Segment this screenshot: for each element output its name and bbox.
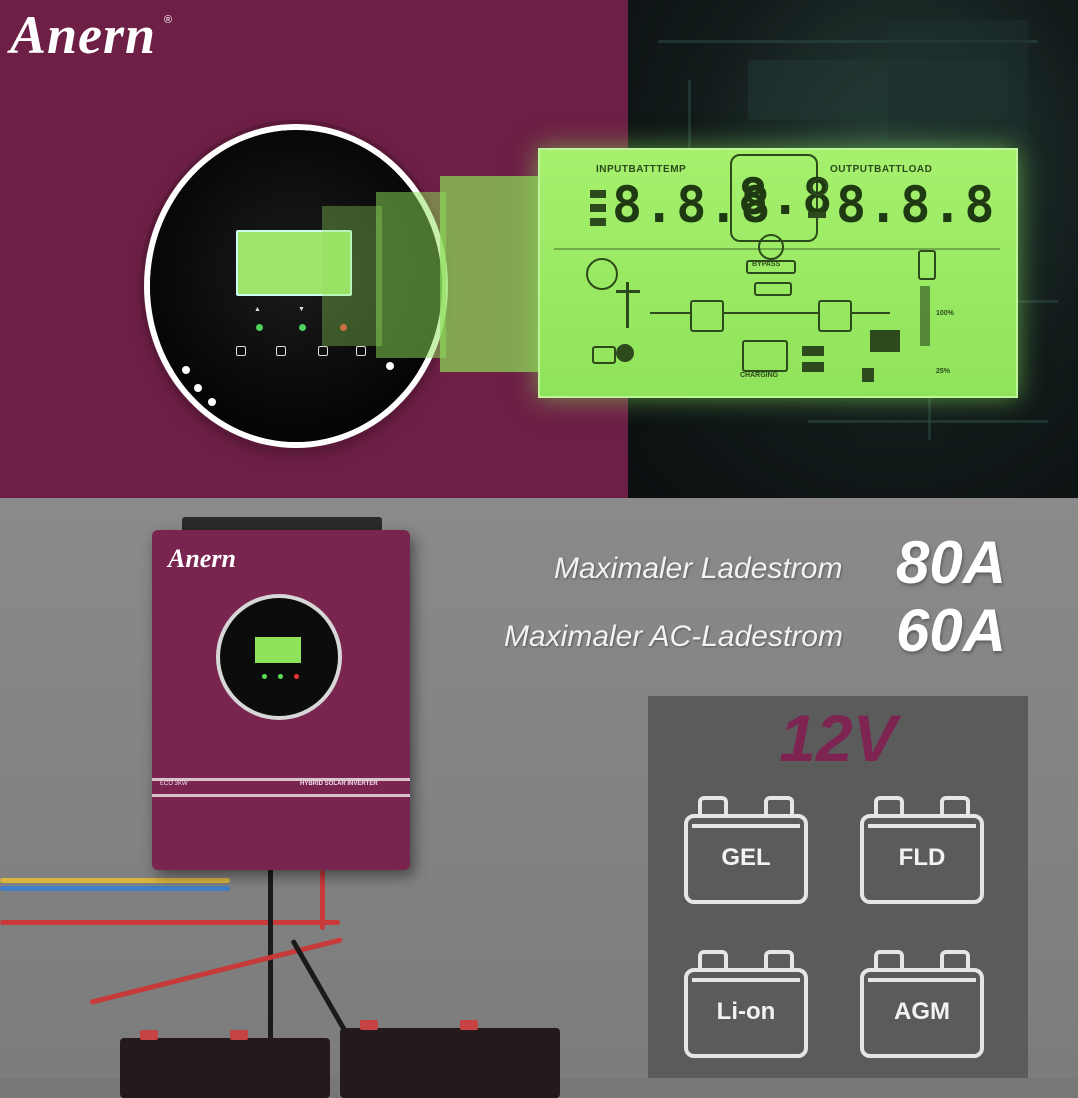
battery-terminal <box>140 1030 158 1040</box>
lcd-digits-left: 8.8.8 <box>612 176 773 234</box>
battery-icon <box>860 814 984 904</box>
lcd-charging-label: CHARGING <box>740 372 779 379</box>
inverter-model: ECO 3KW <box>160 781 188 787</box>
spec-value-ac-charge-current: 60A <box>896 597 1007 664</box>
spec-value-charge-current: 80A <box>896 529 1007 596</box>
inverter-brand-logo: Anern <box>168 544 236 573</box>
battery-type-label: AGM <box>894 998 950 1025</box>
lcd-bypass-label: BYPASS <box>752 261 781 268</box>
battery <box>120 1038 330 1098</box>
battery <box>340 1028 560 1098</box>
lcd-digits-right: 8.8.8 <box>836 176 997 234</box>
inverter-icon <box>818 300 852 332</box>
battery-types-panel <box>648 696 1028 1078</box>
battery-icon <box>860 968 984 1058</box>
battery-bank-icon <box>742 340 788 372</box>
inverter-stripe <box>152 778 410 781</box>
lcd-screen-enlarged: INPUTBATTTEMP OUTPUTBATTLOAD 8.8.8 8.8 8… <box>538 148 1018 398</box>
battery-icon <box>684 814 808 904</box>
battery-type-label: Li-on <box>716 998 776 1025</box>
inverter-type: HYBRID SOLAR INVERTER <box>300 781 378 787</box>
inverter-lcd <box>255 637 301 663</box>
hero-top-section: Anern ® ▲ ▼ INPUTBATTTEMP OUTPUTBATTLOAD… <box>0 0 1078 498</box>
down-button-icon[interactable] <box>318 346 328 356</box>
battery-type-label: GEL <box>721 844 771 871</box>
yellow-wire <box>0 878 230 883</box>
inverter-stripe <box>152 794 410 797</box>
lcd-echo <box>376 192 446 358</box>
battery-voltage: 12V <box>779 701 897 775</box>
pv-panel-icon <box>592 346 616 364</box>
lcd-echo <box>322 206 382 346</box>
lcd-header-left: INPUTBATTTEMP <box>596 164 687 175</box>
battery-type-gel: GEL <box>684 794 812 908</box>
status-led <box>262 674 267 679</box>
battery-icon <box>684 968 808 1058</box>
blue-wire <box>0 886 230 891</box>
lcd-header-right: OUTPUTBATTLOAD <box>830 164 933 175</box>
battery-terminal <box>230 1030 248 1040</box>
fault-led <box>294 674 299 679</box>
settings-button-icon[interactable] <box>236 346 246 356</box>
grid-tower-icon <box>626 282 629 328</box>
spec-label-charge-current: Maximaler Ladestrom <box>554 552 843 585</box>
red-wire <box>0 920 340 925</box>
solar-icon <box>586 258 618 290</box>
fault-led <box>340 324 347 331</box>
battery-terminal <box>460 1020 478 1030</box>
registered-mark: ® <box>164 14 173 26</box>
mini-lcd-screen <box>236 230 352 296</box>
battery-type-label: FLD <box>898 844 946 871</box>
battery-terminal <box>360 1020 378 1030</box>
home-icon <box>870 330 900 352</box>
status-led <box>256 324 263 331</box>
spec-label-ac-charge-current: Maximaler AC-Ladestrom <box>504 620 843 653</box>
status-led <box>299 324 306 331</box>
up-button-icon[interactable] <box>276 346 286 356</box>
lcd-echo <box>440 176 544 372</box>
speaker-icon <box>918 250 936 280</box>
enter-button-icon[interactable] <box>356 346 366 356</box>
battery-type-li-on: Li-on <box>684 948 812 1062</box>
status-led <box>278 674 283 679</box>
lcd-pct-25: 25% <box>936 368 951 375</box>
battery-type-agm: AGM <box>860 948 988 1062</box>
inverter-icon <box>690 300 724 332</box>
brand-logo: Anern <box>10 5 157 65</box>
battery-type-fld: FLD <box>860 794 988 908</box>
red-wire <box>320 870 325 930</box>
lcd-pct-100: 100% <box>936 310 954 317</box>
